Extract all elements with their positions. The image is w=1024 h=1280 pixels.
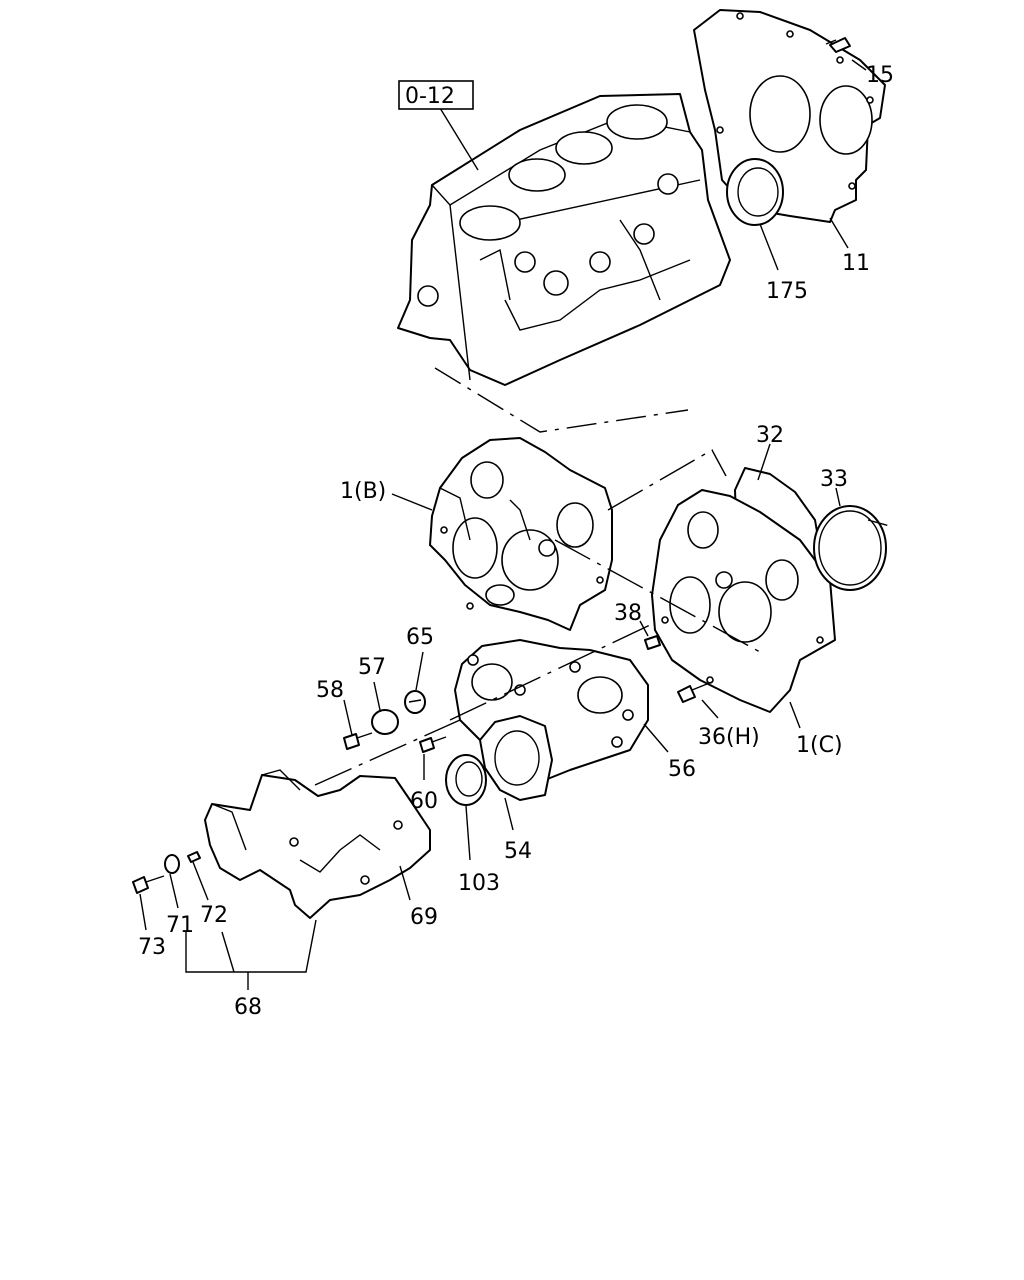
bolt-36h <box>677 681 713 703</box>
label-175: 175 <box>766 279 808 304</box>
label-65: 65 <box>406 625 434 650</box>
label-36h: 36(H) <box>698 725 760 750</box>
rear-oil-seal <box>726 158 784 226</box>
label-33: 33 <box>820 467 848 492</box>
dowel-pin-38 <box>644 635 661 650</box>
bolt-15 <box>825 37 851 53</box>
assembly-line-4 <box>314 719 461 786</box>
cylinder-block <box>397 93 731 386</box>
label-32: 32 <box>756 423 784 448</box>
o-ring-33 <box>813 505 887 591</box>
bolt-58 <box>343 732 373 750</box>
label-69: 69 <box>410 905 438 930</box>
label-57: 57 <box>358 655 386 680</box>
leader-lines <box>139 59 867 990</box>
label-15: 15 <box>866 63 894 88</box>
collar-72 <box>187 851 201 863</box>
label-72: 72 <box>200 903 228 928</box>
washer-71 <box>164 854 180 874</box>
assembly-line-5 <box>867 519 891 527</box>
label-1c: 1(C) <box>796 733 843 758</box>
bolt-60 <box>419 736 447 753</box>
plug-57 <box>371 709 399 735</box>
gear-case-b <box>429 437 613 631</box>
gear-case-c <box>651 489 836 713</box>
assembly-line-3 <box>449 624 651 721</box>
label-58: 58 <box>316 678 344 703</box>
label-68: 68 <box>234 995 262 1020</box>
reference-box <box>398 80 474 110</box>
oil-seal-103 <box>445 754 487 806</box>
rear-end-plate <box>693 9 886 223</box>
reference-box-label: 0-12 <box>405 84 455 109</box>
label-54: 54 <box>504 839 532 864</box>
label-1b: 1(B) <box>340 479 386 504</box>
label-71: 71 <box>166 913 194 938</box>
assembly-line-1 <box>607 449 727 511</box>
label-56: 56 <box>668 757 696 782</box>
gasket-65 <box>404 690 426 714</box>
timing-cover-69 <box>204 769 431 919</box>
alignment-line <box>434 367 689 433</box>
assembly-line-2 <box>554 539 761 653</box>
label-11: 11 <box>842 251 870 276</box>
label-73: 73 <box>138 935 166 960</box>
label-38: 38 <box>614 601 642 626</box>
seal-retainer-54 <box>479 715 553 801</box>
bolt-73 <box>132 875 165 894</box>
label-60: 60 <box>410 789 438 814</box>
label-103: 103 <box>458 871 500 896</box>
